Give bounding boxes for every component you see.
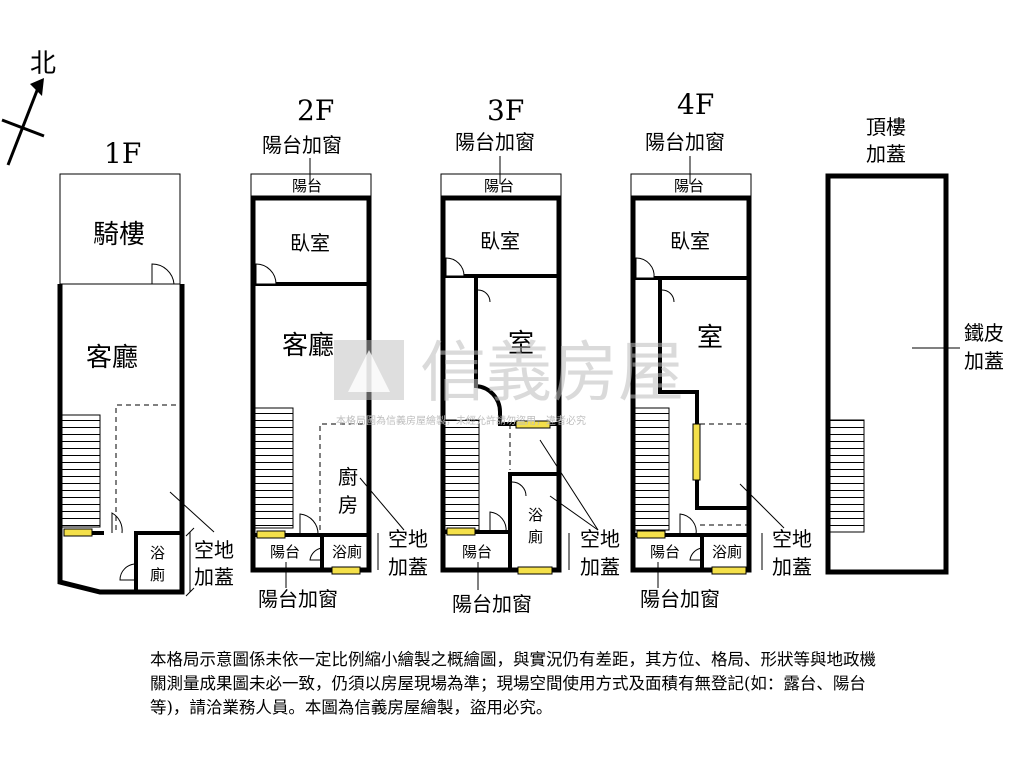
4f-room-wall <box>658 278 749 510</box>
window-icon <box>515 420 551 429</box>
living-label-1f: 客廳 <box>86 343 138 373</box>
room-label-3f: 室 <box>508 329 534 359</box>
balcony-bottom-label-4f: 陽台 <box>650 543 680 561</box>
floor-title-2f: 2F <box>297 94 334 127</box>
open-space-label-1f-b: 加蓋 <box>194 565 234 589</box>
floor-4f: 4F 陽台加窗 陽台 臥室 室 陽台 浴廁 陽台加窗 空地 加蓋 <box>630 88 812 611</box>
balcony-bottom-label-3f: 陽台 <box>462 543 492 561</box>
window-bottom-label-4f: 陽台加窗 <box>640 587 720 611</box>
door-icon <box>309 547 323 561</box>
4f-outer-wall <box>630 195 752 573</box>
bath-label-1f-b: 廁 <box>150 566 165 584</box>
kitchen-label-2f: 廚 <box>338 465 358 489</box>
door-icon <box>151 263 175 285</box>
balcony-top-label-2f: 陽台 <box>292 177 322 195</box>
open-space-label-3f: 空地 <box>580 527 620 551</box>
roof-title-b: 加蓋 <box>866 142 906 166</box>
window-icon <box>636 530 666 539</box>
window-icon <box>331 566 361 575</box>
3f-outer-wall <box>440 195 562 573</box>
floor-roof: 頂樓 加蓋 鐵皮 加蓋 <box>825 115 1004 575</box>
north-label: 北 <box>30 49 56 79</box>
stairs-icon <box>444 419 480 531</box>
window-icon <box>517 566 553 575</box>
floor-title-1f: 1F <box>104 137 141 170</box>
door-icon <box>635 257 655 279</box>
floor-2f: 2F 陽台加窗 陽台 臥室 客廳 廚 房 陽台 浴廁 陽台加窗 空地 加蓋 <box>250 94 428 611</box>
door-icon <box>119 563 137 581</box>
door-icon <box>679 513 697 536</box>
disclaimer-note: 本格局示意圖係未依一定比例縮小繪製之概繪圖，與實況仍有差距，其方位、格局、形狀等… <box>150 650 876 717</box>
floor-title-4f: 4F <box>677 88 714 121</box>
stairs-icon <box>61 414 101 528</box>
stairs-icon <box>254 407 294 529</box>
open-space-label-2f-b: 加蓋 <box>388 555 428 579</box>
floor-1f: 1F 騎樓 客廳 浴 廁 空地 加蓋 <box>57 137 234 597</box>
open-space-label-3f-b: 加蓋 <box>580 555 620 579</box>
roof-outer-wall <box>825 173 949 575</box>
window-icon <box>446 527 476 536</box>
balcony-bottom-label-2f: 陽台 <box>270 543 300 561</box>
bath-label-4f: 浴廁 <box>712 543 742 561</box>
window-icon <box>692 423 701 481</box>
compass-cross-icon <box>1 118 45 138</box>
window-icon <box>256 530 286 539</box>
bedroom-label-3f: 臥室 <box>480 229 520 253</box>
door-icon <box>445 257 465 277</box>
floor-title-3f: 3F <box>487 94 524 127</box>
compass: 北 <box>1 49 56 166</box>
roof-title: 頂樓 <box>866 115 906 139</box>
metal-roof-label-b: 加蓋 <box>964 349 1004 373</box>
open-space-label-1f: 空地 <box>194 538 234 562</box>
open-space-label-2f: 空地 <box>388 527 428 551</box>
window-top-label-4f: 陽台加窗 <box>645 130 725 154</box>
floor-3f: 3F 陽台加窗 陽台 臥室 室 浴 廁 陽台 陽台加窗 空地 加蓋 <box>440 94 620 616</box>
3f-room-curved-wall <box>474 276 559 426</box>
window-bottom-label-2f: 陽台加窗 <box>258 587 338 611</box>
bath-label-3f-b: 廁 <box>528 528 543 546</box>
watermark-notice: 本格局圖為信義房屋繪製，未經允許請勿盜用，違者必究 <box>336 414 586 427</box>
window-icon <box>63 528 93 537</box>
living-label-2f: 客廳 <box>282 331 334 361</box>
window-icon <box>711 566 747 575</box>
open-space-label-4f-b: 加蓋 <box>772 555 812 579</box>
window-top-label-2f: 陽台加窗 <box>262 133 342 157</box>
door-icon <box>299 513 319 536</box>
kitchen-label-2f-b: 房 <box>338 493 358 517</box>
bedroom-label-2f: 臥室 <box>290 231 330 255</box>
stairs-icon <box>634 407 670 531</box>
balcony-top-label-3f: 陽台 <box>484 177 514 195</box>
window-top-label-3f: 陽台加窗 <box>455 130 535 154</box>
room-label-4f: 室 <box>697 323 723 353</box>
open-space-label-4f: 空地 <box>772 527 812 551</box>
arcade-label: 騎樓 <box>93 220 145 250</box>
floor-plan-diagram: 北 1F 騎樓 客廳 浴 廁 空地 加蓋 2F 陽台加窗 陽台 臥室 <box>1 49 1004 616</box>
bath-label-3f: 浴 <box>528 506 543 524</box>
window-bottom-label-3f: 陽台加窗 <box>452 592 532 616</box>
watermark: 信義房屋 本格局圖為信義房屋繪製，未經允許請勿盜用，違者必究 <box>334 334 684 427</box>
door-icon <box>255 263 277 285</box>
bath-label-2f: 浴廁 <box>332 543 362 561</box>
bath-label-1f: 浴 <box>150 544 165 562</box>
door-icon <box>689 547 703 561</box>
door-icon <box>489 511 507 533</box>
1f-outer-wall <box>57 284 185 595</box>
balcony-top-label-4f: 陽台 <box>674 177 704 195</box>
door-icon <box>111 512 123 534</box>
arrow-head-icon <box>30 78 44 96</box>
stairs-icon <box>829 419 865 533</box>
watermark-brand: 信義房屋 <box>420 334 684 411</box>
bedroom-label-4f: 臥室 <box>670 229 710 253</box>
metal-roof-label: 鐵皮 <box>964 321 1004 345</box>
